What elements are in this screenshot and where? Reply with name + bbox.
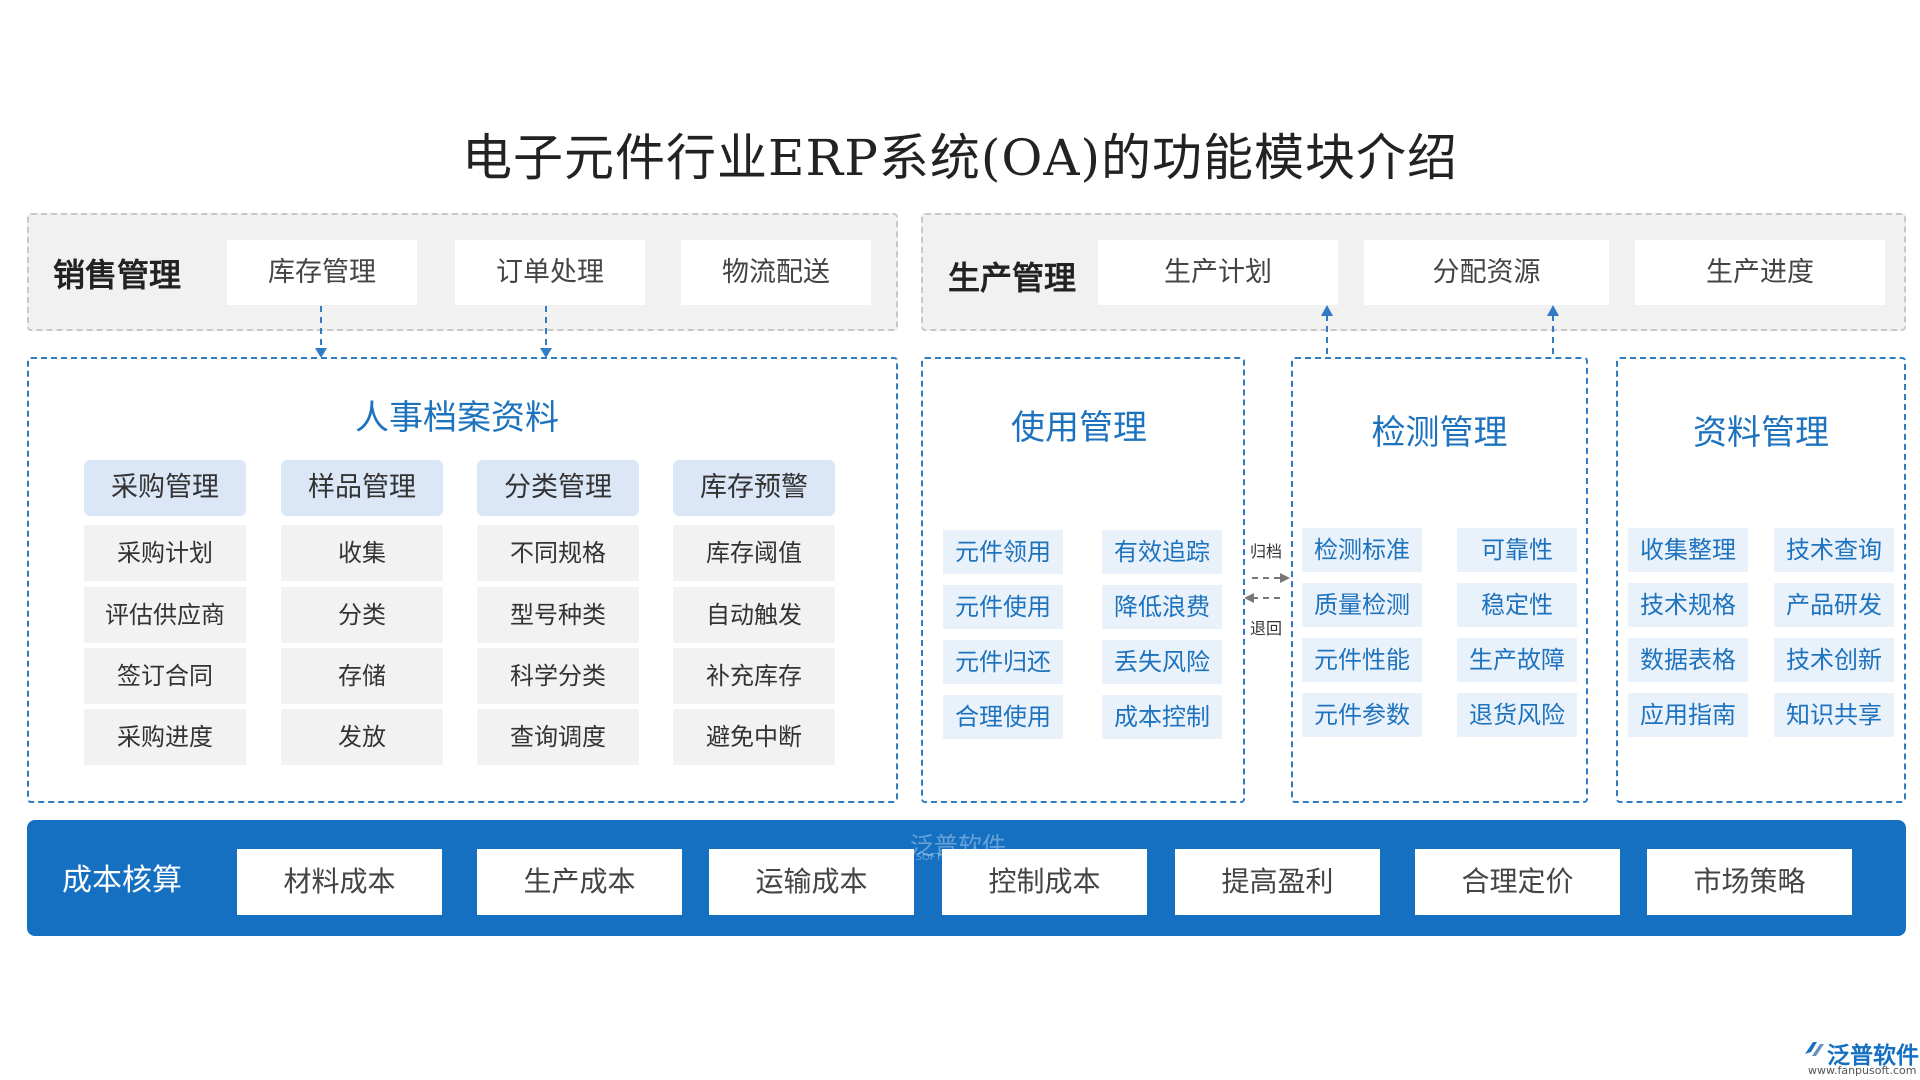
hr-item[interactable]: 收集 [281,525,443,581]
hr-item[interactable]: 科学分类 [477,648,639,704]
testing-item[interactable]: 稳定性 [1457,583,1577,627]
usage-item[interactable]: 成本控制 [1102,695,1222,739]
hr-head-stock-alert[interactable]: 库存预警 [673,460,835,516]
cost-item[interactable]: 生产成本 [477,849,682,915]
usage-item[interactable]: 合理使用 [943,695,1063,739]
hr-item[interactable]: 分类 [281,587,443,643]
cost-item[interactable]: 提高盈利 [1175,849,1380,915]
usage-item[interactable]: 元件领用 [943,530,1063,574]
page-title: 电子元件行业ERP系统(OA)的功能模块介绍 [462,129,1458,187]
usage-title: 使用管理 [1011,408,1147,448]
materials-item[interactable]: 应用指南 [1628,693,1748,737]
hr-head-purchasing[interactable]: 采购管理 [84,460,246,516]
testing-item[interactable]: 检测标准 [1302,528,1422,572]
hr-item[interactable]: 采购计划 [84,525,246,581]
materials-item[interactable]: 技术创新 [1774,638,1894,682]
usage-item[interactable]: 元件使用 [943,585,1063,629]
hr-item[interactable]: 查询调度 [477,709,639,765]
hr-item[interactable]: 避免中断 [673,709,835,765]
testing-item[interactable]: 质量检测 [1302,583,1422,627]
testing-item[interactable]: 元件参数 [1302,693,1422,737]
hr-item[interactable]: 型号种类 [477,587,639,643]
watermark-text: 泛普软件 [910,832,1006,860]
cost-item[interactable]: 运输成本 [709,849,914,915]
hr-item[interactable]: 发放 [281,709,443,765]
hr-head-classification[interactable]: 分类管理 [477,460,639,516]
testing-item[interactable]: 可靠性 [1457,528,1577,572]
hr-item[interactable]: 采购进度 [84,709,246,765]
sales-item-logistics[interactable]: 物流配送 [681,240,871,305]
materials-item[interactable]: 收集整理 [1628,528,1748,572]
hr-item[interactable]: 存储 [281,648,443,704]
hr-item[interactable]: 补充库存 [673,648,835,704]
production-label: 生产管理 [948,259,1077,297]
usage-item[interactable]: 丢失风险 [1102,640,1222,684]
usage-item[interactable]: 元件归还 [943,640,1063,684]
watermark-sub: N SOFTWARE [905,852,972,863]
hr-item[interactable]: 评估供应商 [84,587,246,643]
testing-item[interactable]: 退货风险 [1457,693,1577,737]
sales-item-inventory[interactable]: 库存管理 [227,240,417,305]
hr-head-samples[interactable]: 样品管理 [281,460,443,516]
testing-title: 检测管理 [1371,413,1508,453]
archive-label: 归档 [1250,542,1283,561]
hr-item[interactable]: 不同规格 [477,525,639,581]
return-label: 退回 [1250,619,1283,638]
cost-item[interactable]: 材料成本 [237,849,442,915]
hr-item[interactable]: 签订合同 [84,648,246,704]
materials-item[interactable]: 知识共享 [1774,693,1894,737]
production-item-plan[interactable]: 生产计划 [1098,240,1338,305]
brand-url: www.fanpusoft.com [1808,1064,1917,1077]
materials-title: 资料管理 [1693,413,1829,453]
usage-item[interactable]: 降低浪费 [1102,585,1222,629]
hr-item[interactable]: 自动触发 [673,587,835,643]
materials-item[interactable]: 数据表格 [1628,638,1748,682]
usage-item[interactable]: 有效追踪 [1102,530,1222,574]
production-item-resources[interactable]: 分配资源 [1364,240,1609,305]
hr-title: 人事档案资料 [355,398,559,438]
materials-item[interactable]: 技术查询 [1774,528,1894,572]
testing-item[interactable]: 生产故障 [1457,638,1577,682]
cost-item[interactable]: 控制成本 [942,849,1147,915]
brand-logo-text: 泛普软件 [1827,1043,1919,1069]
hr-item[interactable]: 库存阈值 [673,525,835,581]
production-item-progress[interactable]: 生产进度 [1635,240,1885,305]
brand-logo-icon [1803,1040,1825,1058]
sales-item-orders[interactable]: 订单处理 [455,240,645,305]
sales-label: 销售管理 [53,256,182,294]
cost-label: 成本核算 [62,863,182,898]
cost-item[interactable]: 市场策略 [1647,849,1852,915]
testing-item[interactable]: 元件性能 [1302,638,1422,682]
cost-item[interactable]: 合理定价 [1415,849,1620,915]
materials-item[interactable]: 技术规格 [1628,583,1748,627]
materials-item[interactable]: 产品研发 [1774,583,1894,627]
